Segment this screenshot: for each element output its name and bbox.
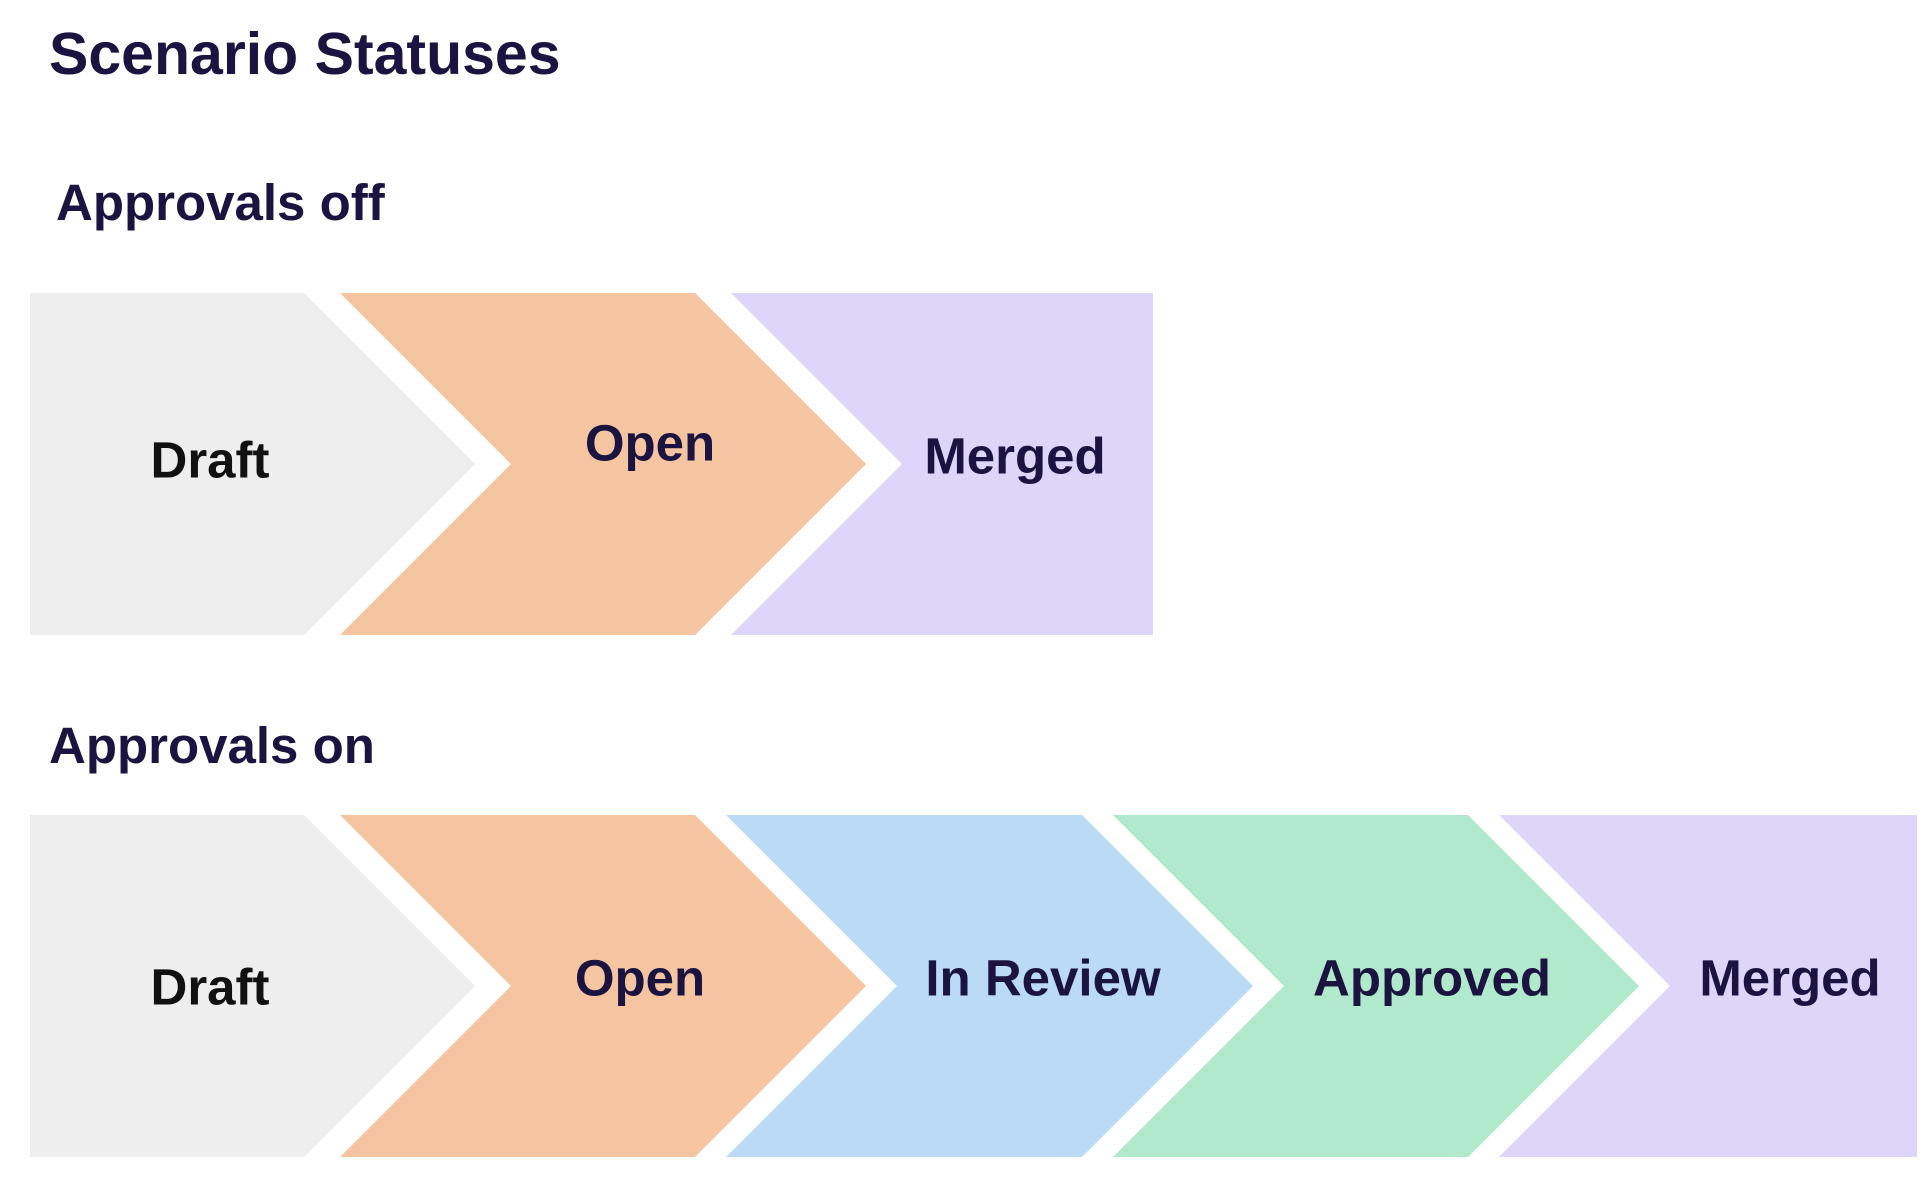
- status-flow-approvals-on: Draft Open In Review Approved Merged: [30, 815, 1917, 1157]
- status-chevron-in-review: [726, 815, 1253, 1157]
- section-title-approvals-on: Approvals on: [49, 717, 375, 774]
- status-chevron-merged: [1499, 815, 1917, 1157]
- status-chevron-open: [340, 293, 866, 635]
- status-chevron-draft: [30, 815, 475, 1157]
- status-label-draft: Draft: [150, 432, 269, 489]
- status-flow-approvals-off: Draft Open Merged: [30, 293, 1153, 635]
- status-label-open: Open: [585, 415, 715, 472]
- status-chevron-approved: [1113, 815, 1639, 1157]
- page-title: Scenario Statuses: [49, 21, 561, 87]
- status-label-merged: Merged: [1699, 950, 1880, 1007]
- status-chevron-open: [340, 815, 866, 1157]
- status-label-approved: Approved: [1313, 950, 1551, 1007]
- status-chevron-draft: [30, 293, 475, 635]
- status-label-merged: Merged: [924, 428, 1105, 485]
- status-label-draft: Draft: [150, 959, 269, 1016]
- status-chevron-merged: [731, 293, 1153, 635]
- status-label-in-review: In Review: [925, 950, 1161, 1007]
- section-title-approvals-off: Approvals off: [56, 174, 385, 231]
- status-label-open: Open: [575, 950, 705, 1007]
